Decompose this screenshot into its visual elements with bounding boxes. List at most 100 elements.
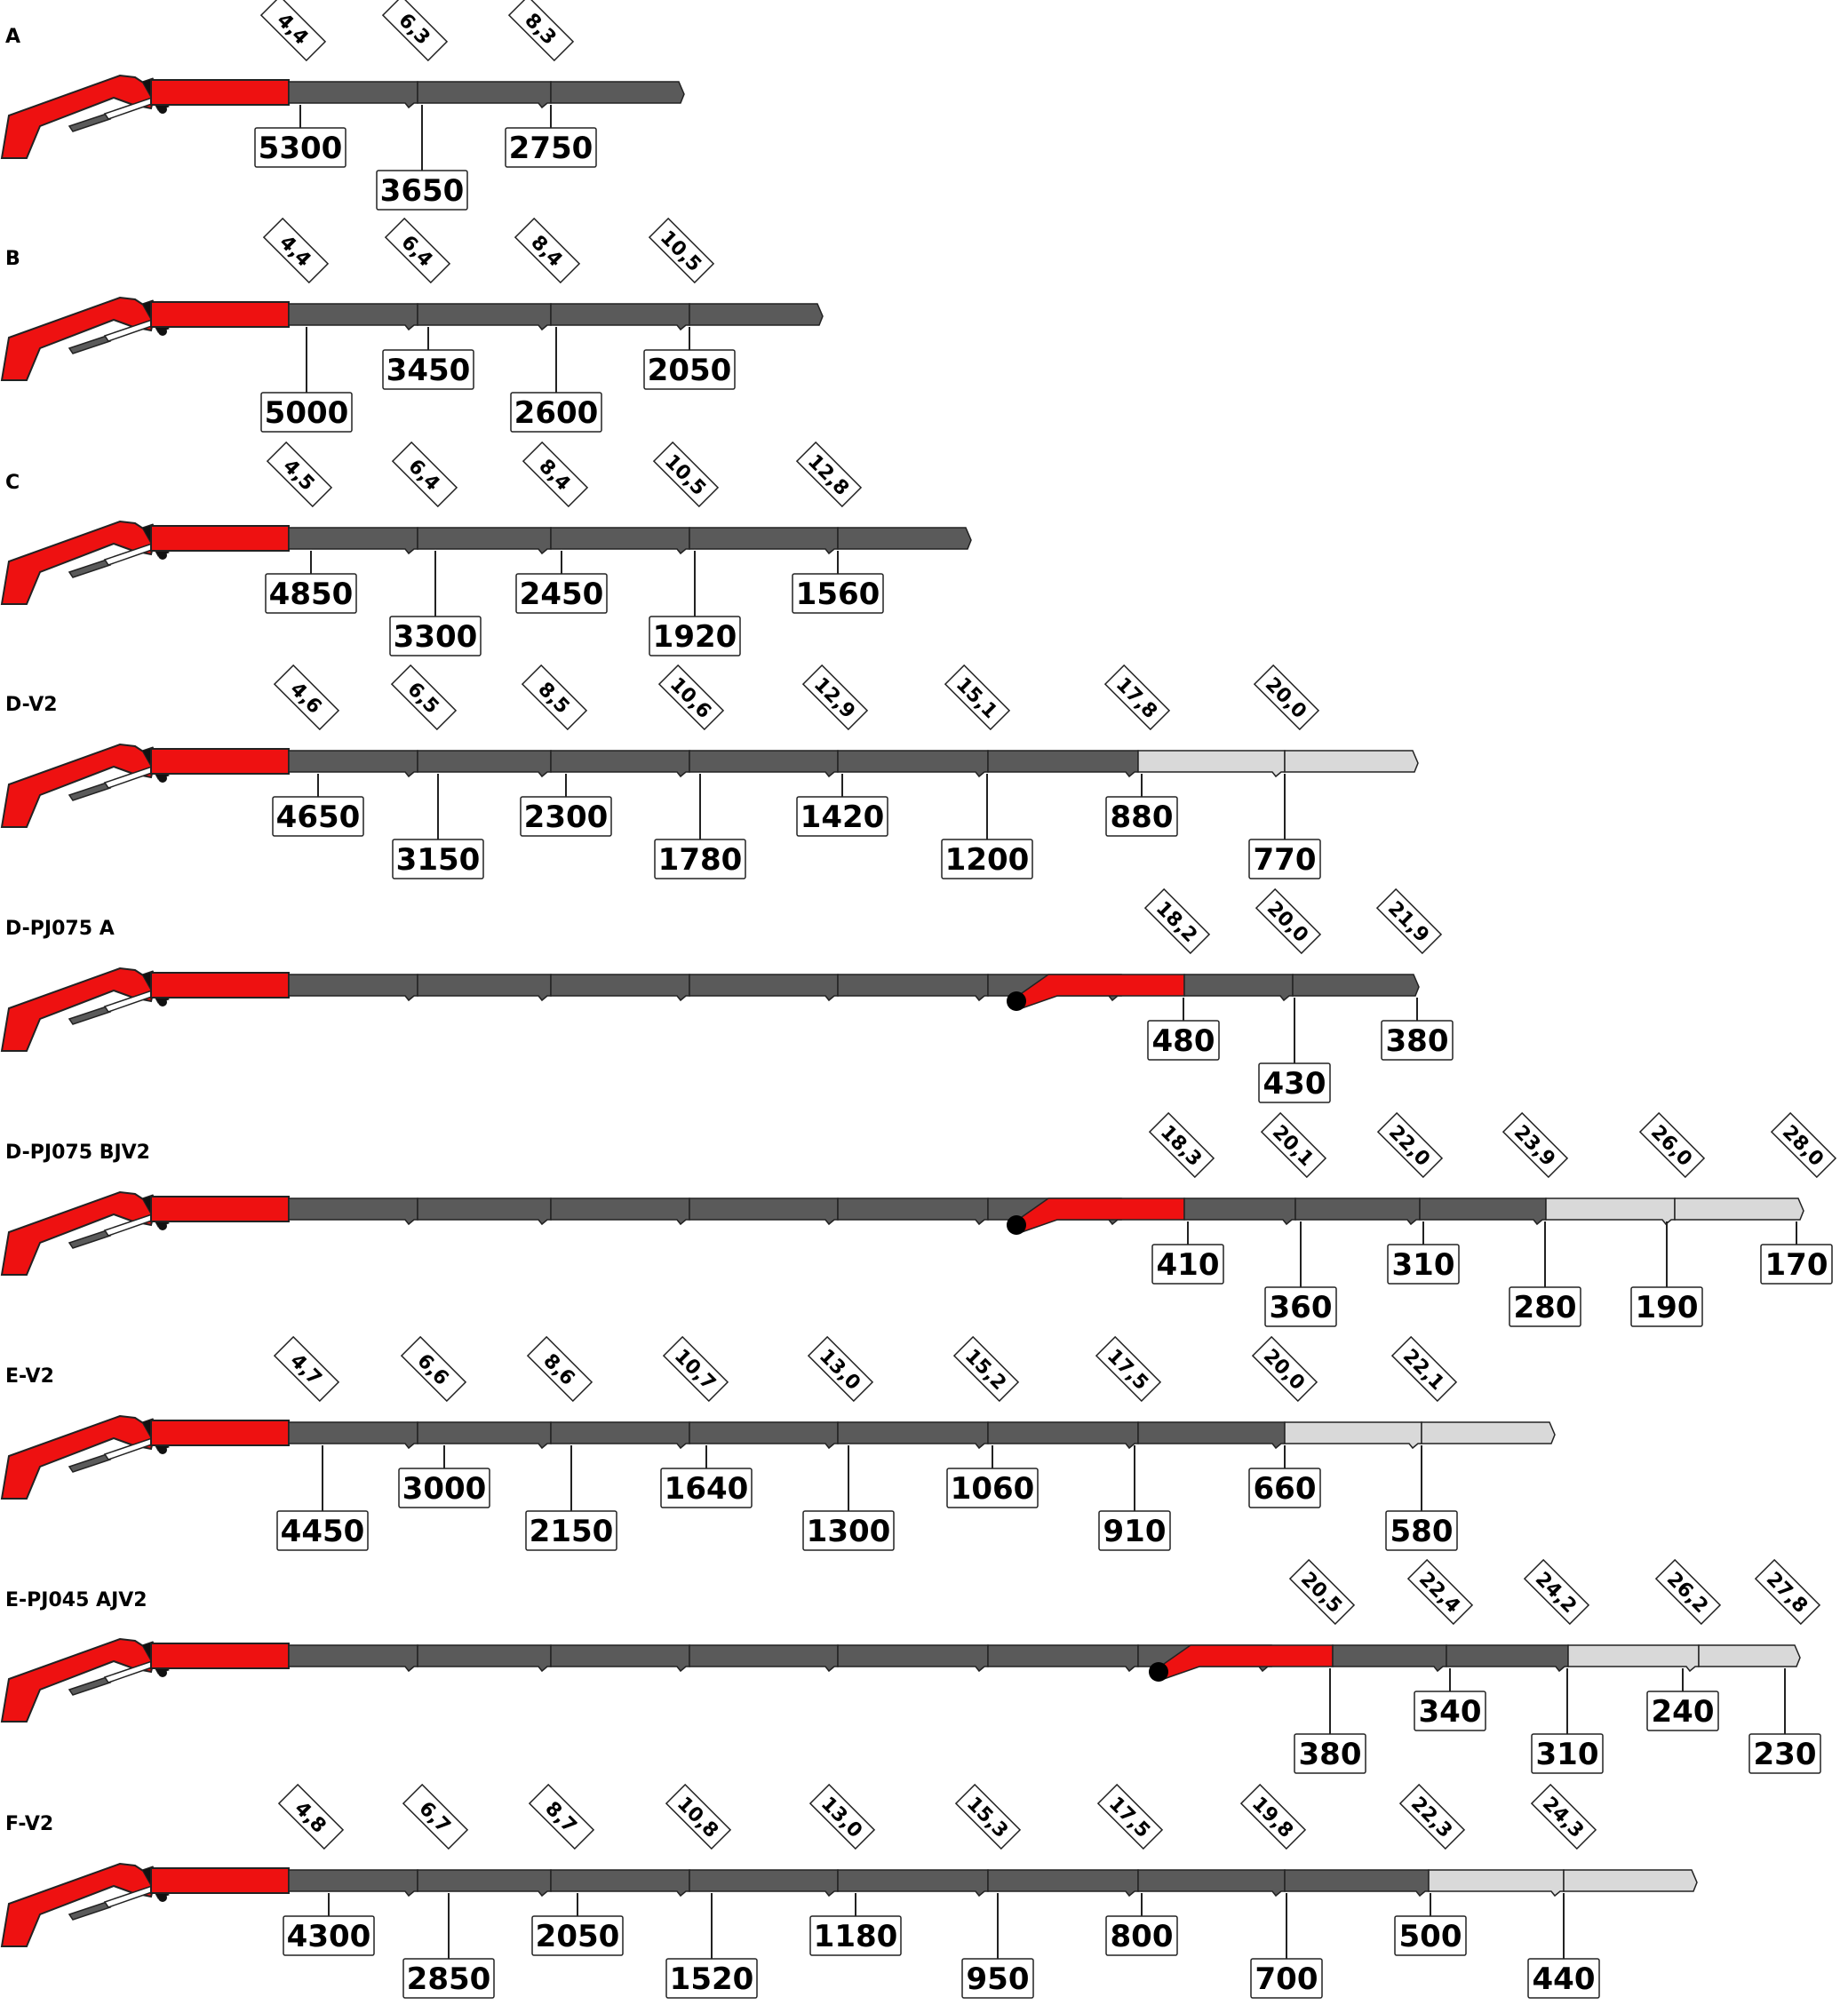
row-label: D-PJ075 BJV2 [5,1142,150,1164]
load-tag: 280 [1509,1286,1581,1327]
load-value: 230 [1754,1737,1817,1772]
boom-section [837,974,989,1002]
row-label: D-V2 [5,694,58,716]
load-value: 2450 [520,577,604,612]
load-tag: 3300 [389,616,482,656]
cylinder-shape [68,1676,112,1696]
outer-boom-red [150,1867,290,1894]
boom-section [1428,1869,1565,1898]
boom-section [288,1869,418,1898]
boom-section [987,1421,1139,1450]
boom-section [417,1197,552,1226]
boom-section [417,1869,552,1898]
load-tag: 190 [1630,1286,1703,1327]
load-value: 4650 [276,800,361,835]
load-value: 1920 [653,619,737,655]
load-tag: 4300 [283,1915,375,1956]
reach-tag: 4,6 [273,664,340,731]
load-tag: 770 [1248,839,1321,879]
load-tag: 3000 [398,1468,490,1508]
reach-tag: 8,5 [521,664,588,731]
load-tag: 4850 [265,573,357,614]
boom-section [689,974,839,1002]
reach-tag: 28,0 [1770,1111,1837,1179]
reach-tag: 10,8 [665,1783,732,1850]
load-tag: 360 [1264,1286,1337,1327]
load-value: 2050 [648,353,732,388]
boom-section [288,1197,418,1226]
boom-section [689,750,839,778]
boom-section [987,1644,1139,1673]
load-value: 1420 [801,800,885,835]
load-tag: 440 [1527,1958,1600,1999]
load-value: 4450 [281,1514,365,1549]
reach-tag: 4,4 [259,0,327,62]
row-label: E-V2 [5,1365,54,1388]
load-value: 1640 [665,1471,749,1507]
load-tag: 2850 [402,1958,495,1999]
boom-section [288,750,418,778]
boom-section [1446,1644,1569,1673]
knuckle-pin [158,1668,167,1677]
load-tag: 480 [1147,1020,1220,1061]
boom-section [1332,1644,1447,1673]
boom-section [288,1421,418,1450]
load-tag: 380 [1381,1020,1454,1061]
boom-section [550,750,690,778]
boom-section [1674,1197,1804,1221]
load-value: 2300 [524,800,609,835]
boom-section [417,974,552,1002]
load-value: 170 [1765,1247,1828,1283]
load-tag: 410 [1151,1244,1224,1285]
load-value: 360 [1270,1290,1333,1325]
cylinder-shape [68,559,112,578]
load-value: 5300 [259,131,343,166]
reach-tag: 8,3 [507,0,575,62]
reach-tag: 6,4 [384,217,451,284]
boom-section [1284,1869,1430,1898]
boom-section [1137,750,1286,778]
load-value: 3450 [386,353,471,388]
boom-section [987,1869,1139,1898]
load-tag: 2450 [515,573,608,614]
boom-section [837,527,972,550]
reach-tag: 27,8 [1754,1558,1821,1626]
reach-tag: 4,7 [273,1335,340,1403]
reach-tag: 20,0 [1253,664,1320,731]
reach-tag: 8,6 [526,1335,593,1403]
load-tag: 1920 [649,616,741,656]
reach-tag: 17,8 [1103,664,1171,731]
boom-section [1698,1644,1801,1667]
boom-section [837,1644,989,1673]
load-tag: 1640 [660,1468,753,1508]
boom-section [1284,1421,1422,1450]
reach-tag: 17,5 [1096,1783,1164,1850]
load-tag: 1420 [796,796,888,837]
load-value: 770 [1254,842,1317,878]
load-tag: 430 [1258,1062,1331,1103]
boom-section [550,81,685,104]
load-value: 1560 [796,577,880,612]
boom-section [987,750,1139,778]
row-label: E-PJ045 AJV2 [5,1589,147,1611]
reach-tag: 15,1 [944,664,1011,731]
cylinder-shape [68,1006,112,1025]
boom-section [417,1421,552,1450]
boom-section [550,1644,690,1673]
outer-boom-red [150,525,290,552]
row-label: F-V2 [5,1813,53,1835]
reach-tag: 12,8 [795,441,863,508]
load-value: 3650 [380,173,465,209]
reach-tag: 6,5 [390,664,458,731]
boom-section [550,974,690,1002]
reach-tag: 22,4 [1406,1558,1474,1626]
load-tag: 1060 [946,1468,1039,1508]
load-tag: 2600 [510,392,602,433]
cylinder-shape [68,335,112,354]
reach-tag: 10,7 [662,1335,729,1403]
load-value: 240 [1652,1694,1715,1730]
